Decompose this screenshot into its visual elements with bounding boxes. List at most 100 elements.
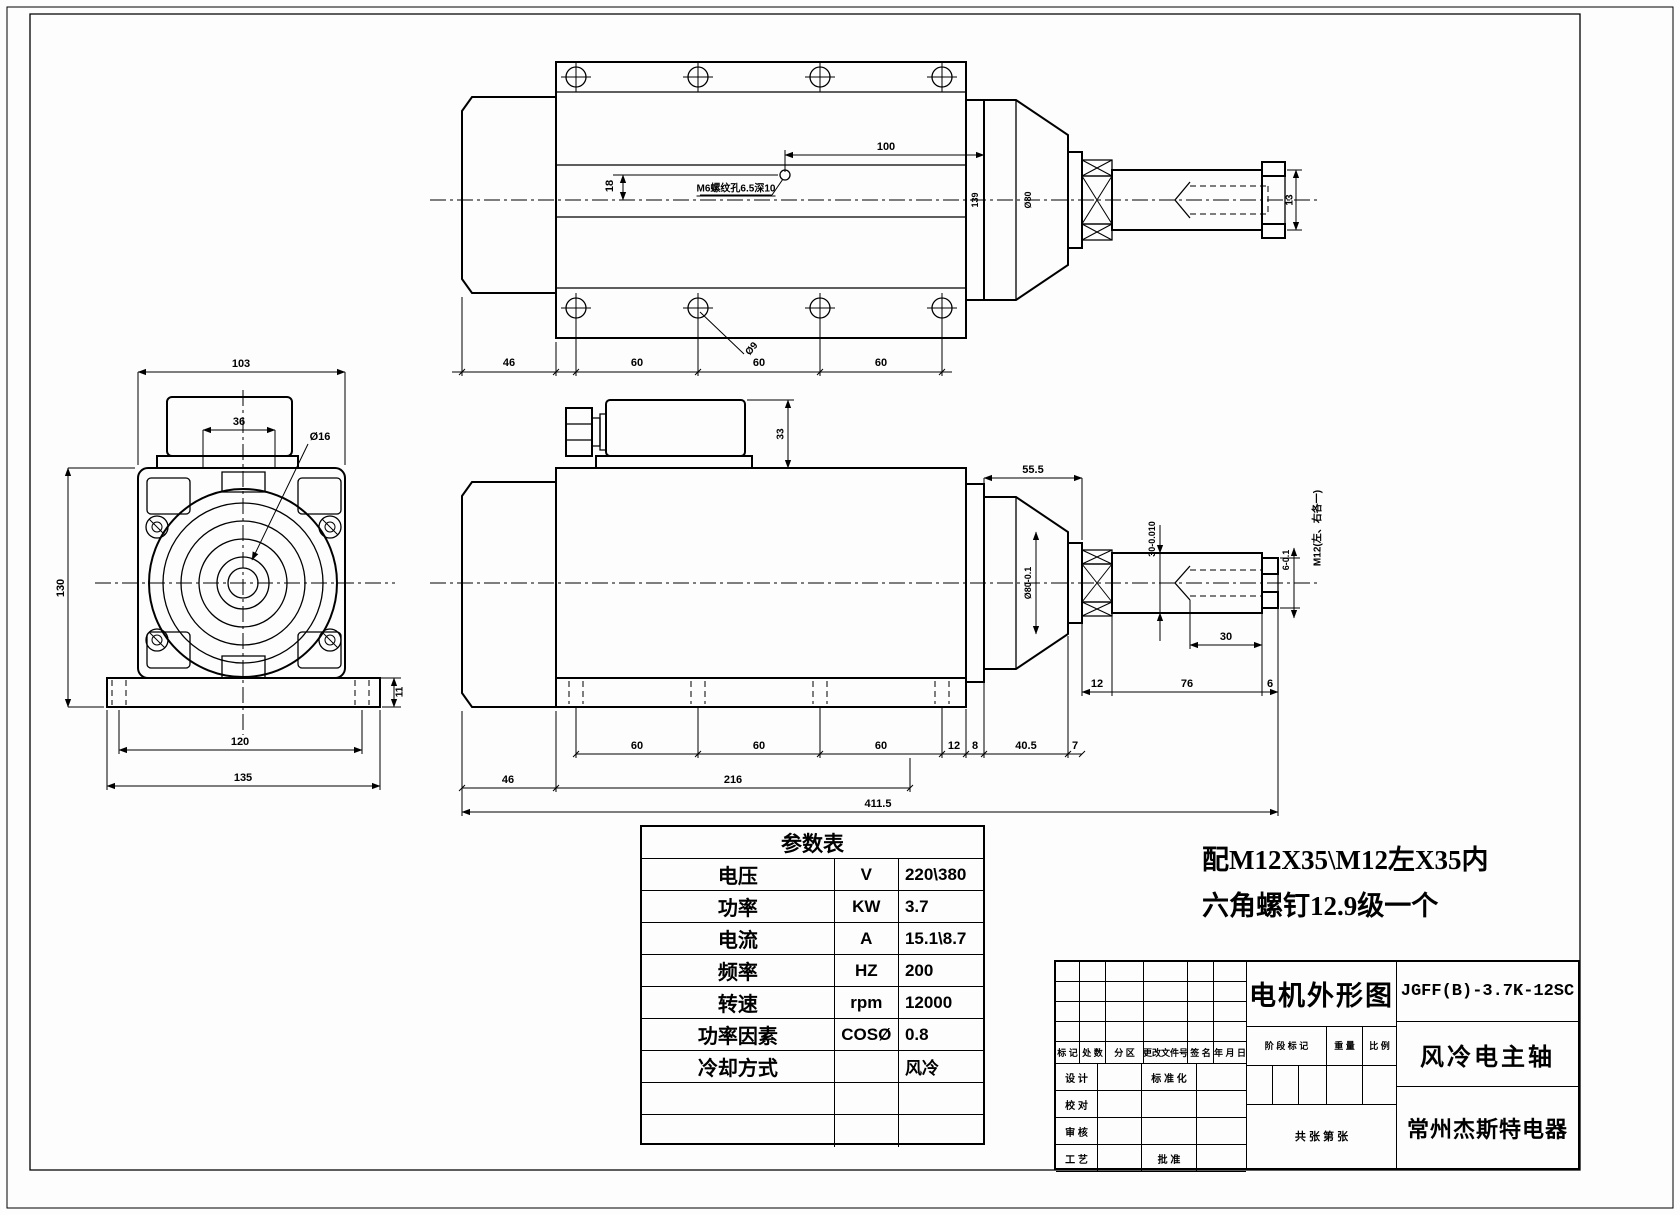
signature-cell [1197, 1118, 1246, 1145]
parameter-cell [835, 1115, 899, 1147]
revision-cell [1144, 962, 1188, 982]
revision-cell [1188, 1002, 1214, 1022]
revision-cell [1144, 1002, 1188, 1022]
signature-cell [1098, 1091, 1142, 1118]
signature-cell: 设 计 [1056, 1064, 1098, 1091]
dim-label: 6 [1266, 678, 1274, 690]
dim-label: 55.5 [1022, 464, 1044, 476]
parameter-cell: rpm [835, 987, 899, 1018]
parameter-cell [899, 1083, 983, 1114]
parameter-cell: 电压 [642, 859, 835, 890]
model-number: JGFF(B)-3.7K-12SC [1400, 982, 1575, 1001]
parameter-cell [899, 1115, 983, 1147]
revision-header: 签 名 [1188, 1042, 1214, 1064]
dim-label: 8 [971, 740, 979, 752]
dim-label: 60 [630, 357, 644, 369]
dim-label: 12 [1090, 678, 1104, 690]
drawing-title: 电机外形图 [1249, 981, 1394, 1012]
revision-header: 标 记 [1056, 1042, 1080, 1064]
parameter-cell: 功率 [642, 891, 835, 922]
parameter-cell: 3.7 [904, 896, 929, 916]
revision-cell [1056, 982, 1080, 1002]
revision-cell [1144, 982, 1188, 1002]
revision-cell [1080, 1002, 1106, 1022]
revision-cell [1106, 962, 1144, 982]
revision-cell [1056, 1002, 1080, 1022]
dim-label: 103 [231, 358, 251, 370]
parameter-row [642, 1115, 983, 1147]
revision-cell [1214, 982, 1246, 1002]
company-name: 常州杰斯特电器 [1406, 1116, 1568, 1142]
side-view [430, 400, 1320, 816]
revision-cell [1106, 1002, 1144, 1022]
dim-label: 30 [1219, 631, 1233, 643]
signature-cell [1098, 1145, 1142, 1172]
parameter-table-title: 参数表 [642, 827, 983, 859]
dim-label: 76 [1180, 678, 1194, 690]
dim-label: 11 [394, 686, 406, 698]
dim-label: M12(左、右各一) [1312, 489, 1324, 567]
parameter-row [642, 1083, 983, 1115]
revision-cell [1106, 1022, 1144, 1042]
parameter-cell: 200 [904, 960, 934, 980]
signature-cell: 审 核 [1056, 1118, 1098, 1145]
dim-label: 7 [1071, 740, 1079, 752]
dim-label: 46 [502, 357, 516, 369]
revision-cell [1188, 1022, 1214, 1042]
parameter-cell: 转速 [642, 987, 835, 1018]
revision-cell [1214, 1002, 1246, 1022]
signature-cell [1142, 1118, 1197, 1145]
dim-label: 13 [1284, 194, 1296, 206]
parameter-cell: COSØ [835, 1019, 899, 1050]
parameter-cell: V [835, 859, 899, 890]
revision-cell [1188, 962, 1214, 982]
parameter-cell: 功率因素 [642, 1019, 835, 1050]
parameter-cell [642, 1115, 835, 1147]
weight-label: 重 量 [1327, 1026, 1363, 1065]
parameter-cell: A [835, 923, 899, 954]
revision-cell [1214, 962, 1246, 982]
revision-cell [1188, 982, 1214, 1002]
signature-cell [1197, 1145, 1246, 1172]
signature-cell [1098, 1118, 1142, 1145]
parameter-cell: 15.1\8.7 [904, 928, 967, 948]
top-view [430, 62, 1320, 376]
dim-label: 46 [501, 774, 515, 786]
parameter-cell: 0.8 [904, 1024, 929, 1044]
dim-label: 33 [775, 428, 787, 440]
revision-cell [1056, 1022, 1080, 1042]
signature-cell: 校 对 [1056, 1091, 1098, 1118]
signature-cell [1098, 1064, 1142, 1091]
dim-label: 30-0.010 [1147, 521, 1157, 557]
product-name: 风冷电主轴 [1420, 1043, 1555, 1071]
title-block-middle: 电机外形图 阶 段 标 记 重 量 比 例 共 张 第 张 [1247, 962, 1397, 1168]
revision-cell [1106, 982, 1144, 1002]
assembly-note-line2: 六角螺钉12.9级一个 [1202, 891, 1439, 921]
revision-header: 更改文件号 [1144, 1042, 1188, 1064]
signature-cell [1142, 1091, 1197, 1118]
dim-label: 130 [55, 578, 67, 598]
revision-header: 分 区 [1106, 1042, 1144, 1064]
signature-cell: 工 艺 [1056, 1145, 1098, 1172]
dim-label: 6-0.1 [1281, 549, 1291, 571]
parameter-cell: 风冷 [904, 1059, 939, 1078]
revision-cell [1144, 1022, 1188, 1042]
signature-cell: 批 准 [1142, 1145, 1197, 1172]
revision-cell [1214, 1022, 1246, 1042]
revision-cell [1080, 982, 1106, 1002]
parameter-cell: KW [835, 891, 899, 922]
dim-label: 139 [970, 192, 980, 208]
drawing-frame [7, 7, 1673, 1208]
dim-label: Ø16 [309, 431, 331, 443]
revision-header: 处 数 [1080, 1042, 1106, 1064]
revision-cell [1056, 962, 1080, 982]
dim-label: 40.5 [1015, 740, 1037, 752]
signature-cell [1197, 1091, 1246, 1118]
title-block-revision-area: 标 记处 数分 区更改文件号签 名年 月 日 设 计标 准 化校 对审 核工 艺… [1056, 962, 1247, 1172]
parameter-row: 冷却方式风冷 [642, 1051, 983, 1083]
